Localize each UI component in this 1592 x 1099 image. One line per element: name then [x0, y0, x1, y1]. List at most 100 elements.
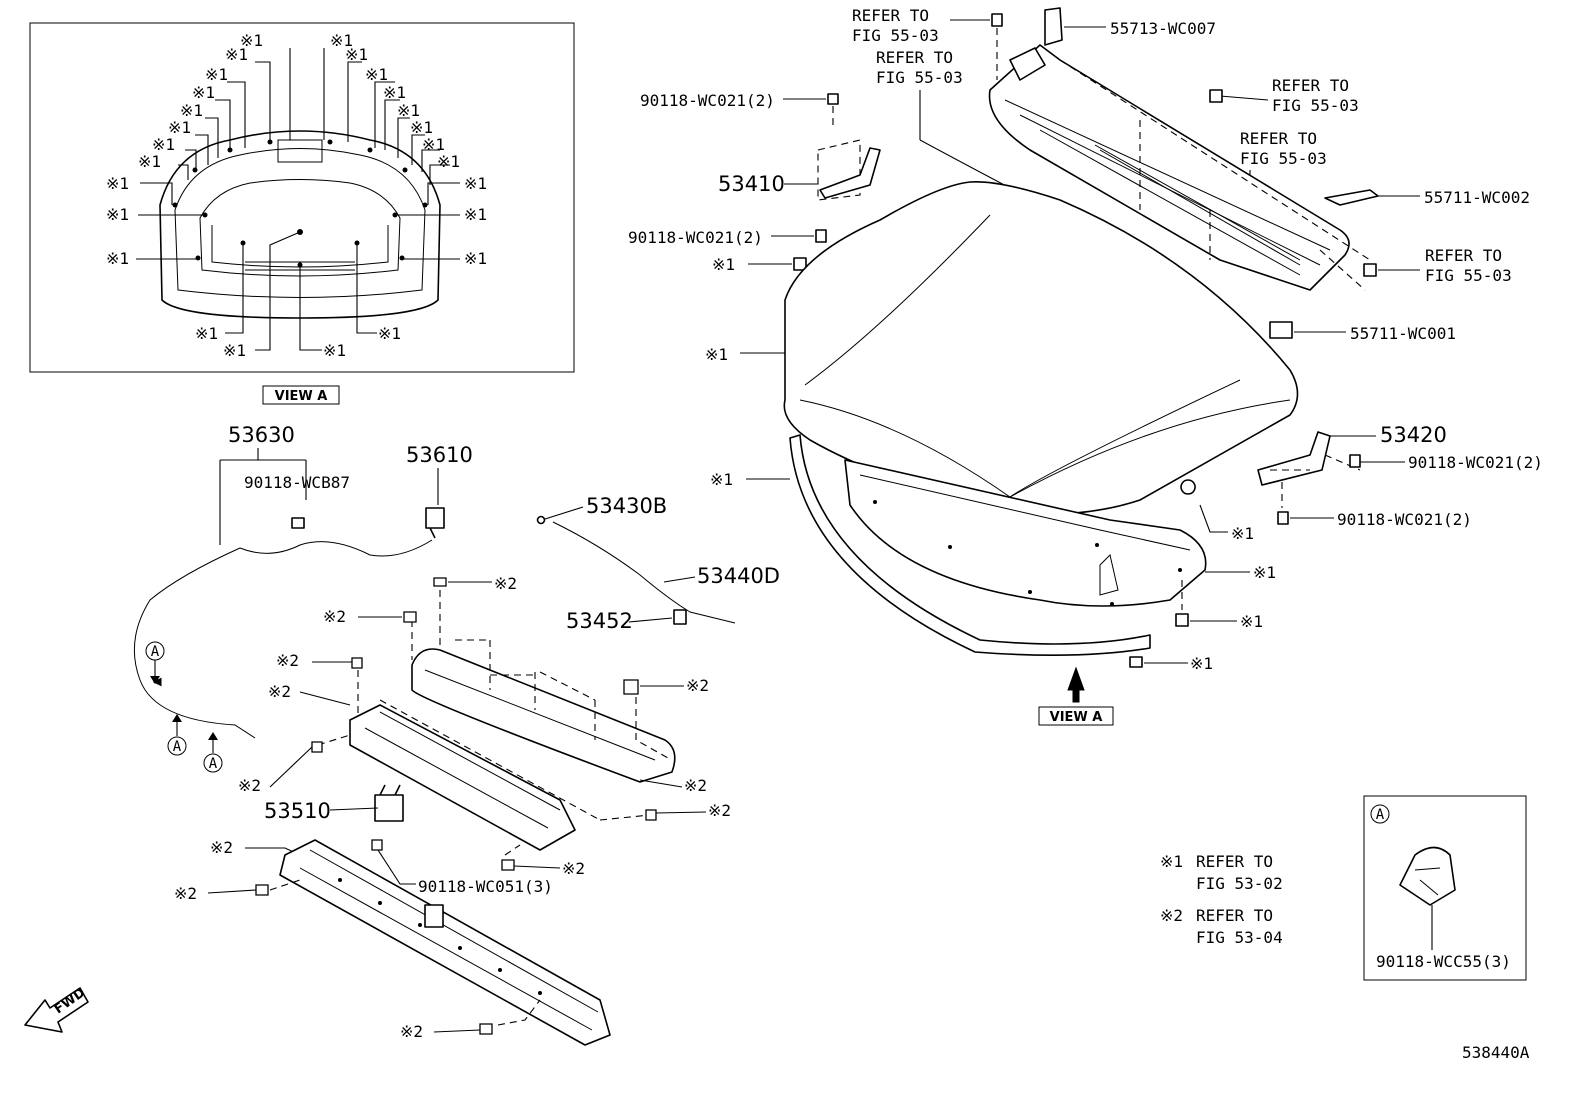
mark1-label: ※1	[464, 205, 487, 224]
mark2-label: ※2	[276, 651, 299, 670]
clip-icon	[291, 517, 305, 529]
part-55711-wc002-label: 55711-WC002	[1424, 188, 1530, 207]
hood-lock	[374, 784, 404, 822]
seal-55711-wc002	[1324, 189, 1379, 206]
mark1-label: ※1	[106, 205, 129, 224]
holder-icon	[673, 609, 687, 625]
figure-id: 538440A	[1462, 1043, 1530, 1062]
mark1-label: ※1	[106, 174, 129, 193]
part-53510-label: 53510	[264, 799, 331, 823]
refer-to-text: REFER TO	[1425, 246, 1502, 265]
view-a-inset: ※1 ※1 ※1 ※1 ※1 ※1 ※1 ※1 ※1 ※1 ※1 ※1 ※1 ※…	[29, 22, 575, 405]
mark2-label: ※2	[174, 884, 197, 903]
mark1-label: ※1	[106, 249, 129, 268]
part-90118-wc021-label: 90118-WC021(2)	[1408, 453, 1543, 472]
cross-member	[269, 839, 611, 1046]
fig-55-03-text: FIG 55-03	[852, 26, 939, 45]
fig-55-03-text: FIG 55-03	[1240, 149, 1327, 168]
mark1-label: ※1	[710, 470, 733, 489]
clip-55711-wc001	[1269, 321, 1293, 339]
part-53610-label: 53610	[406, 443, 473, 467]
mark1-label: ※1	[330, 31, 353, 50]
mark1-label: ※1	[323, 341, 346, 360]
mark1-label: ※1	[705, 345, 728, 364]
mark1-label: ※1	[1253, 563, 1276, 582]
part-90118-wc021-label: 90118-WC021(2)	[628, 228, 763, 247]
mark2-label: ※2	[562, 859, 585, 878]
mark2-label: ※2	[323, 607, 346, 626]
mark2-label: ※2	[708, 801, 731, 820]
legend-line: REFER TO	[1196, 906, 1273, 925]
mark1-label: ※1	[180, 101, 203, 120]
mark1-label: ※1	[240, 31, 263, 50]
hood-hinge-left: 90118-WC021(2) 53410 90118-WC021(2) ※1	[628, 91, 881, 274]
mark1-label: ※1	[712, 255, 735, 274]
legend-mark: ※2	[1160, 906, 1183, 925]
mark1-label: ※1	[397, 101, 420, 120]
mark1-label: ※1	[383, 83, 406, 102]
view-a-caption: VIEW A	[275, 389, 328, 404]
refer-to-text: REFER TO	[852, 6, 929, 25]
fig-55-03-text: FIG 55-03	[876, 68, 963, 87]
legend-line: REFER TO	[1196, 852, 1273, 871]
view-a-caption: VIEW A	[1050, 710, 1103, 725]
part-53430b-label: 53430B	[586, 494, 667, 518]
mark1-label: ※1	[464, 249, 487, 268]
legend: ※1 REFER TO FIG 53-02 ※2 REFER TO FIG 53…	[1160, 852, 1283, 947]
hood-inner-panel: ※1 ※1 ※1 ※1 ※1 VIEW A	[710, 434, 1276, 726]
hood-hinge-right: 53420 90118-WC021(2) 90118-WC021(2)	[1257, 423, 1543, 529]
cowl-top-panel: 55713-WC007 55711-WC002 55711-WC001	[988, 7, 1530, 343]
part-90118-wc021-label: 90118-WC021(2)	[1337, 510, 1472, 529]
radiator-cover-group: 53510 90118-WC051(3) ※2 ※2 ※2 ※2 ※2 ※2 ※…	[174, 574, 731, 1041]
mark2-label: ※2	[268, 682, 291, 701]
seal-55713	[1044, 7, 1063, 46]
mark1-label: ※1	[464, 174, 487, 193]
fig-55-03-text: FIG 55-03	[1272, 96, 1359, 115]
ref-a-marker: A	[1376, 807, 1385, 823]
mark1-label: ※1	[225, 45, 248, 64]
ref-a-marker: A	[151, 644, 160, 660]
part-90118-wc051-label: 90118-WC051(3)	[418, 877, 553, 896]
part-53452-label: 53452	[566, 609, 633, 633]
mark2-label: ※2	[686, 676, 709, 695]
mark1-label: ※1	[345, 45, 368, 64]
mark1-label: ※1	[1240, 612, 1263, 631]
fwd-arrow: FWD	[24, 985, 89, 1033]
refer-to-text: REFER TO	[1272, 76, 1349, 95]
fig-55-03-text: FIG 55-03	[1425, 266, 1512, 285]
part-53410-label: 53410	[718, 172, 785, 196]
mark2-label: ※2	[238, 776, 261, 795]
mark1-label: ※1	[1231, 524, 1254, 543]
part-53440d-label: 53440D	[697, 564, 780, 588]
mark1-label: ※1	[152, 135, 175, 154]
refer-labels: REFER TO FIG 55-03 REFER TO FIG 55-03 RE…	[852, 6, 1512, 285]
mark2-label: ※2	[210, 838, 233, 857]
legend-line: FIG 53-02	[1196, 874, 1283, 893]
mark1-label: ※1	[1190, 654, 1213, 673]
mark2-label: ※2	[684, 776, 707, 795]
mark1-label: ※1	[223, 341, 246, 360]
mark1-label: ※1	[422, 135, 445, 154]
ref-a-marker: A	[173, 739, 182, 755]
hood-seal-front	[789, 434, 1151, 656]
release-cable-group: 53630 90118-WCB87 53610 A A A	[133, 423, 473, 773]
legend-line: FIG 53-04	[1196, 928, 1283, 947]
part-53420-label: 53420	[1380, 423, 1447, 447]
mark1-label: ※1	[410, 118, 433, 137]
part-90118-wc021-label: 90118-WC021(2)	[640, 91, 775, 110]
part-55713-label: 55713-WC007	[1110, 19, 1216, 38]
release-lever	[425, 507, 445, 539]
mark1-label: ※1	[195, 324, 218, 343]
refer-to-text: REFER TO	[876, 48, 953, 67]
detail-a-box: A 90118-WCC55(3)	[1363, 795, 1527, 981]
part-90118-wcb87-label: 90118-WCB87	[244, 473, 350, 492]
legend-mark: ※1	[1160, 852, 1183, 871]
mark1-label: ※1	[437, 152, 460, 171]
ref-a-marker: A	[209, 756, 218, 772]
refer-to-text: REFER TO	[1240, 129, 1317, 148]
mark1-label: ※1	[205, 65, 228, 84]
mark1-label: ※1	[192, 83, 215, 102]
part-55711-wc001-label: 55711-WC001	[1350, 324, 1456, 343]
mark1-label: ※1	[168, 118, 191, 137]
